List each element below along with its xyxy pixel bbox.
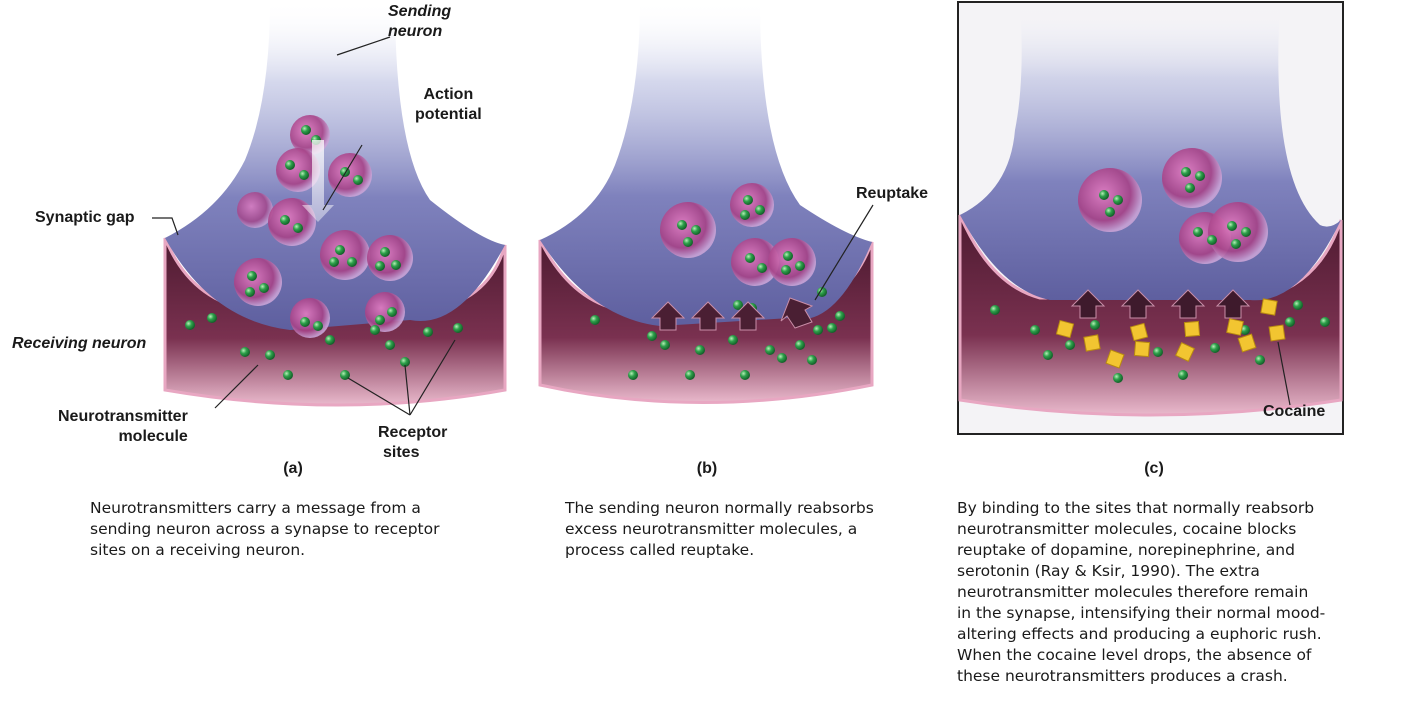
action-potential-label-line2: potential <box>415 105 482 125</box>
panel-b-caption: The sending neuron normally reabsorbs ex… <box>565 498 874 561</box>
panel-b-letter: (b) <box>677 460 737 478</box>
panel-a-art <box>152 0 505 415</box>
receptor-sites-label-line2: sites <box>383 443 447 463</box>
panel-b-caption-line: process called reuptake. <box>565 540 874 561</box>
panel-c-letter: (c) <box>1124 460 1184 478</box>
neurotransmitter-label: Neurotransmitter molecule <box>58 407 188 447</box>
panel-b-art <box>540 0 873 403</box>
receiving-neuron-label: Receiving neuron <box>12 334 146 354</box>
synaptic-gap-label: Synaptic gap <box>35 208 135 228</box>
panel-b-caption-line: The sending neuron normally reabsorbs <box>565 498 874 519</box>
panel-a-caption-line: sending neuron across a synapse to recep… <box>90 519 440 540</box>
panel-c-caption-line: neurotransmitter molecules, cocaine bloc… <box>957 519 1325 540</box>
sending-neuron-label-line1: Sending <box>388 2 451 22</box>
cocaine-label: Cocaine <box>1263 402 1325 422</box>
reuptake-label: Reuptake <box>856 184 928 204</box>
panel-a-letter: (a) <box>263 460 323 478</box>
sending-neuron-label: Sending neuron <box>388 2 451 42</box>
action-potential-label: Action potential <box>415 85 482 125</box>
panel-c-caption-line: in the synapse, intensifying their norma… <box>957 603 1325 624</box>
panel-c-caption-line: reuptake of dopamine, norepinephrine, an… <box>957 540 1325 561</box>
panel-a-caption-line: sites on a receiving neuron. <box>90 540 440 561</box>
panel-a-caption: Neurotransmitters carry a message from a… <box>90 498 440 561</box>
panel-c-caption-line: these neurotransmitters produces a crash… <box>957 666 1325 687</box>
panel-b-caption-line: excess neurotransmitter molecules, a <box>565 519 874 540</box>
panel-c-caption: By binding to the sites that normally re… <box>957 498 1325 687</box>
panel-c-caption-line: serotonin (Ray & Ksir, 1990). The extra <box>957 561 1325 582</box>
sending-neuron-label-line2: neuron <box>388 22 451 42</box>
panel-a-caption-line: Neurotransmitters carry a message from a <box>90 498 440 519</box>
receptor-sites-label-line1: Receptor <box>378 423 447 443</box>
sending-neuron-b <box>540 0 872 326</box>
panel-c-caption-line: altering effects and producing a euphori… <box>957 624 1325 645</box>
panel-c-caption-line: neurotransmitter molecules therefore rem… <box>957 582 1325 603</box>
panel-c-caption-line: By binding to the sites that normally re… <box>957 498 1325 519</box>
neurotransmitter-label-line2: molecule <box>103 427 188 447</box>
neurotransmitter-label-line1: Neurotransmitter <box>58 407 188 427</box>
panel-c-art <box>958 2 1343 434</box>
panel-c-caption-line: When the cocaine level drops, the absenc… <box>957 645 1325 666</box>
receptor-sites-label: Receptor sites <box>378 423 447 463</box>
action-potential-label-line1: Action <box>415 85 482 105</box>
